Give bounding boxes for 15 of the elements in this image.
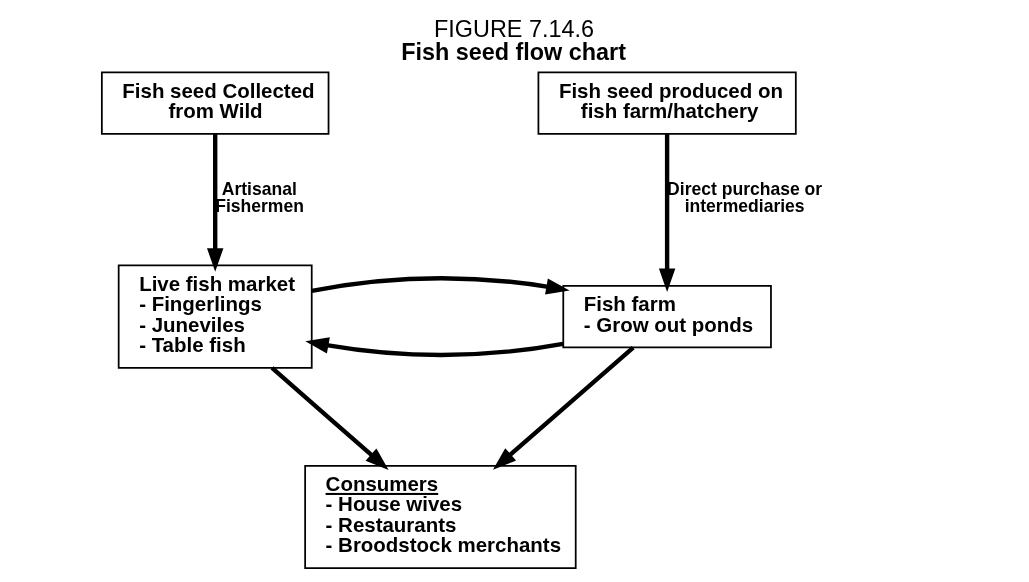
node-box: Fish seed produced on fish farm/hatchery bbox=[537, 71, 797, 135]
arrow bbox=[658, 133, 676, 293]
node-box: Fish seed Collected from Wild bbox=[100, 71, 330, 135]
diagram-title: FIGURE 7.14.6 bbox=[434, 15, 594, 42]
node-box: Fish farm - Grow out ponds bbox=[562, 285, 772, 349]
node-box: Live fish market - Fingerlings - Juneviles - Table fish bbox=[117, 264, 313, 369]
arrow bbox=[270, 366, 389, 471]
caption: Fish seed flow chart bbox=[401, 39, 627, 66]
arrow bbox=[311, 276, 570, 295]
edge-label: Direct purchase or intermediaries bbox=[667, 178, 823, 217]
arrow bbox=[492, 345, 635, 470]
arrow bbox=[305, 337, 564, 358]
edge-label: Artisanal Fishermen bbox=[215, 178, 304, 217]
arrow bbox=[207, 133, 224, 272]
node-box: Consumers - House wives - Restaurants - Broodstock merchants bbox=[304, 464, 577, 570]
